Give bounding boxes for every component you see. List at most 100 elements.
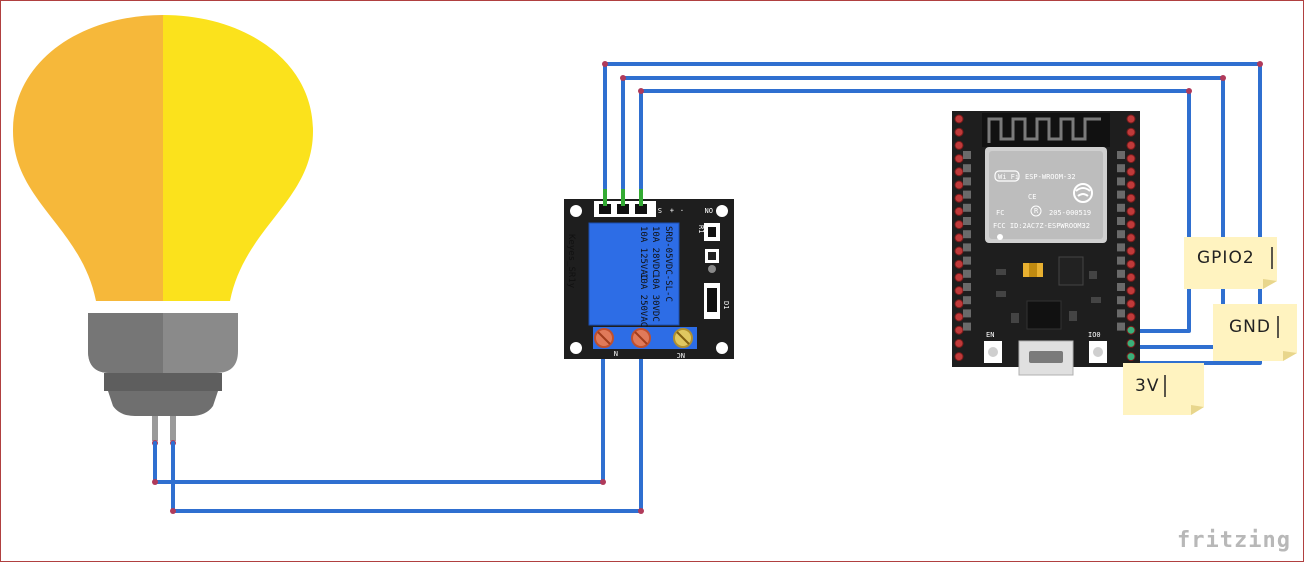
esp32-fcc-text: FCC ID:2AC7Z-ESPWROOM32 <box>993 222 1090 230</box>
esp32-right-pin[interactable] <box>1126 299 1136 309</box>
esp32-left-pin[interactable] <box>954 154 964 164</box>
relay-pin-minus-label: - <box>680 206 684 214</box>
esp32-pad <box>1117 151 1125 159</box>
esp32-smd-2 <box>996 291 1006 297</box>
esp32-pad <box>963 309 971 318</box>
esp32-pad <box>1117 164 1125 173</box>
note-gpio2-text: GPIO2 <box>1197 248 1255 268</box>
esp32-left-pin[interactable] <box>954 338 964 348</box>
esp32-pad <box>1117 269 1125 278</box>
esp32-pad <box>1117 256 1125 265</box>
esp32-right-pin[interactable] <box>1126 140 1136 150</box>
light-bulb[interactable] <box>13 15 313 446</box>
relay-mount-hole-bl <box>570 342 582 354</box>
esp32-right-pin[interactable] <box>1126 220 1136 230</box>
esp32-left-pin[interactable] <box>954 246 964 256</box>
esp32-board[interactable]: Wi Fi ESP-WROOM-32 CE FC R 205-000519 FC… <box>952 111 1140 376</box>
esp32-right-pin[interactable] <box>1126 233 1136 243</box>
wire-bulb-to-relay-no[interactable] <box>153 337 605 484</box>
relay-module[interactable]: Keyes_SR1y SRD-05VDC-SL-C 10A 250VAC 10A… <box>564 189 734 359</box>
esp32-right-pin[interactable] <box>1126 246 1136 256</box>
esp32-left-pin[interactable] <box>954 272 964 282</box>
esp32-right-pin[interactable] <box>1126 312 1136 322</box>
esp32-left-pin[interactable] <box>954 114 964 124</box>
esp32-left-pin[interactable] <box>954 233 964 243</box>
bulb-base-band <box>104 373 222 391</box>
bulb-base-lower <box>108 391 218 416</box>
relay-r1-label: R1 <box>697 225 705 233</box>
esp32-pad <box>963 203 971 212</box>
esp32-left-pin[interactable] <box>954 167 964 177</box>
relay-rating-ac-2: 10A 125VAC <box>638 226 648 280</box>
relay-on-label: ON <box>705 206 713 214</box>
esp32-pad <box>963 322 971 331</box>
esp32-right-pins <box>1126 114 1136 362</box>
esp32-pad <box>1117 217 1125 225</box>
esp32-regulator <box>1058 256 1084 286</box>
esp32-left-pin[interactable] <box>954 299 964 309</box>
esp32-pin1-dot <box>997 234 1003 240</box>
esp32-left-pin[interactable] <box>954 286 964 296</box>
esp32-pad-rows <box>963 151 1125 331</box>
note-gnd[interactable]: GND <box>1213 304 1297 361</box>
esp32-pad <box>963 230 971 239</box>
relay-transistor <box>708 265 716 273</box>
bulb-pin-right <box>170 416 176 441</box>
relay-diode-label: D1 <box>722 301 730 309</box>
esp32-wifi-label: Wi Fi <box>998 173 1019 181</box>
esp32-right-pin[interactable] <box>1126 352 1136 362</box>
esp32-r-mark: R <box>1034 207 1039 215</box>
esp32-pad <box>1117 243 1125 252</box>
relay-mount-hole-br <box>716 342 728 354</box>
esp32-left-pin[interactable] <box>954 127 964 137</box>
esp32-right-pin[interactable] <box>1126 272 1136 282</box>
esp32-usb-chip <box>1026 300 1062 330</box>
wires <box>152 61 1263 514</box>
esp32-right-pin[interactable] <box>1126 114 1136 124</box>
note-gnd-text: GND <box>1229 317 1271 337</box>
esp32-pad <box>963 190 971 199</box>
esp32-right-pin[interactable] <box>1126 286 1136 296</box>
esp32-right-pin[interactable] <box>1126 180 1136 190</box>
esp32-smd-1 <box>996 269 1006 275</box>
relay-part-number: SRD-05VDC-SL-C <box>663 226 673 302</box>
esp32-left-pin[interactable] <box>954 206 964 216</box>
esp32-smd-3 <box>1091 297 1101 303</box>
esp32-left-pin[interactable] <box>954 259 964 269</box>
esp32-pad <box>1117 190 1125 199</box>
esp32-right-pin[interactable] <box>1126 206 1136 216</box>
note-3v[interactable]: 3V <box>1123 363 1204 415</box>
wire-bulb-to-relay-com[interactable] <box>171 337 643 513</box>
note-3v-text: 3V <box>1135 376 1159 396</box>
esp32-right-pin[interactable] <box>1126 338 1136 348</box>
esp32-en-label: EN <box>986 331 994 339</box>
esp32-pad <box>1117 203 1125 212</box>
esp32-pad <box>963 217 971 225</box>
bulb-pin-left <box>152 416 158 441</box>
note-gpio2[interactable]: GPIO2 <box>1184 237 1277 289</box>
bulb-glass-right <box>163 15 313 301</box>
esp32-left-pin[interactable] <box>954 140 964 150</box>
esp32-left-pin[interactable] <box>954 352 964 362</box>
esp32-right-pin[interactable] <box>1126 167 1136 177</box>
esp32-pad <box>963 256 971 265</box>
esp32-right-pin[interactable] <box>1126 193 1136 203</box>
relay-nc-label: NC <box>677 351 685 359</box>
esp32-right-pin[interactable] <box>1126 154 1136 164</box>
relay-mount-hole-tr <box>716 205 728 217</box>
esp32-pad <box>1117 322 1125 331</box>
esp32-right-pin[interactable] <box>1126 259 1136 269</box>
esp32-left-pin[interactable] <box>954 180 964 190</box>
esp32-right-pin[interactable] <box>1126 325 1136 335</box>
esp32-left-pin[interactable] <box>954 193 964 203</box>
relay-rating-ac-1: 10A 250VAC <box>638 273 648 327</box>
esp32-pad <box>963 269 971 278</box>
esp32-smd-6 <box>1089 271 1097 279</box>
esp32-left-pin[interactable] <box>954 220 964 230</box>
relay-rating-dc-2: 10A 28VDC <box>650 226 660 275</box>
esp32-pad <box>963 151 971 159</box>
esp32-left-pin[interactable] <box>954 312 964 322</box>
esp32-right-pin[interactable] <box>1126 127 1136 137</box>
esp32-left-pin[interactable] <box>954 325 964 335</box>
